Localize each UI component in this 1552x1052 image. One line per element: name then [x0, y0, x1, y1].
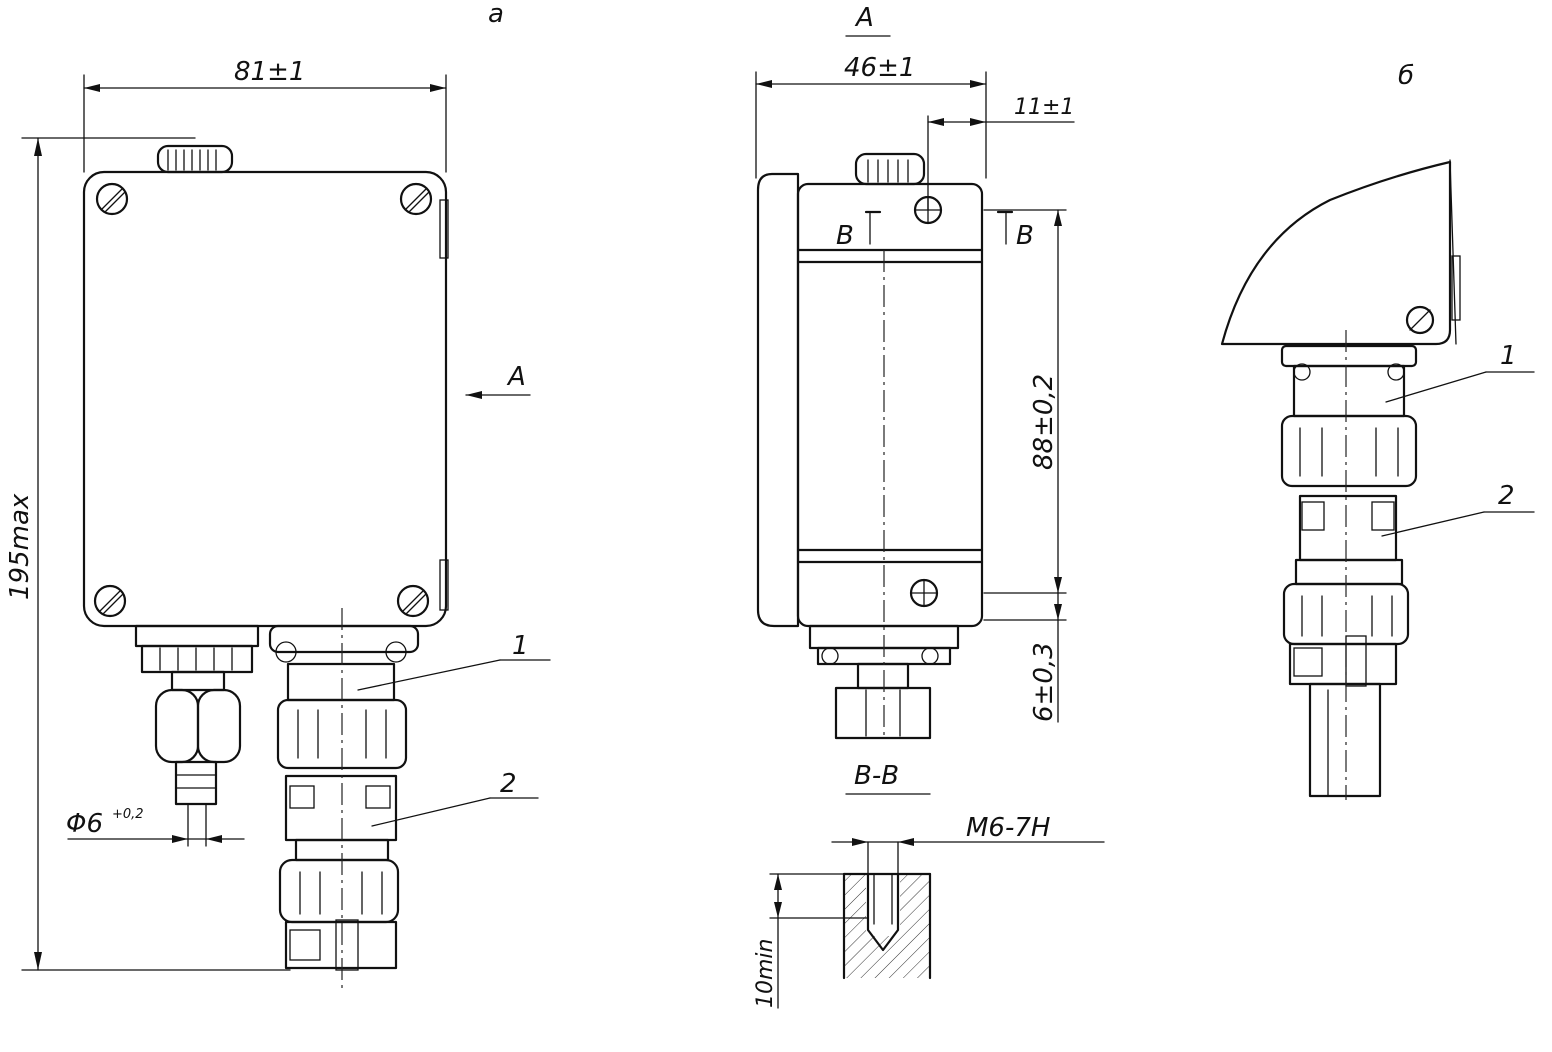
- section-bb-title: В-В: [854, 761, 899, 791]
- section-mark-right: В: [1016, 221, 1034, 251]
- left-fitting: [134, 624, 260, 847]
- dim-width-side: 46±1: [755, 53, 987, 179]
- dim-bottom-offset-text: 6±0,3: [1029, 642, 1059, 722]
- dim-width-side-text: 46±1: [844, 53, 915, 83]
- dim-width-front-text: 81±1: [234, 57, 305, 87]
- view-arrow-a: A: [465, 362, 531, 399]
- side-bottom-fitting: [808, 250, 960, 740]
- view-b: б: [1220, 61, 1535, 800]
- callout-2-b-text: 2: [1498, 481, 1515, 511]
- dim-diameter: Φ6 +0,2: [66, 807, 245, 843]
- connector-b: [1280, 330, 1418, 800]
- dim-diameter-text: Φ6: [66, 809, 103, 839]
- section-bb: В-В М6-7Н 10min: [753, 761, 1105, 1009]
- callout-2-b: 2: [1381, 481, 1535, 537]
- view-a-label: а: [488, 0, 504, 29]
- view-b-label: б: [1398, 61, 1414, 91]
- mounting-holes: [909, 195, 943, 608]
- dim-width-front: 81±1: [83, 57, 447, 173]
- dim-hole-spacing-text: 88±0,2: [1029, 374, 1059, 470]
- dim-hole-offset-text: 11±1: [1014, 95, 1074, 120]
- right-connector-front: [268, 608, 420, 992]
- front-view: а 81±1 195max: [5, 0, 551, 992]
- dim-hole-spacing: 88±0,2 6±0,3: [983, 209, 1067, 723]
- callout-1-b-text: 1: [1500, 341, 1517, 371]
- dim-depth-text: 10min: [753, 939, 778, 1008]
- section-marks: В В: [836, 210, 1034, 251]
- side-knob: [854, 152, 926, 186]
- housing-front: [82, 170, 448, 628]
- housing-side-cover: [756, 172, 800, 628]
- callout-1-b: 1: [1385, 341, 1535, 403]
- dim-hole-offset: 11±1: [927, 95, 1075, 211]
- housing-partial: [1220, 160, 1452, 346]
- callout-2-front: 2: [371, 769, 539, 827]
- top-knob: [156, 144, 234, 174]
- corner-screws: [93, 182, 433, 618]
- callout-1-front: 1: [357, 631, 551, 691]
- callout-2-front-text: 2: [500, 769, 517, 799]
- dim-height-total: 195max: [5, 137, 291, 971]
- section-mark-left: В: [836, 221, 854, 251]
- dim-height-total-text: 195max: [5, 493, 35, 600]
- thread-spec-text: М6-7Н: [966, 813, 1050, 843]
- view-a-title: A: [854, 3, 874, 33]
- side-view: A 46±1 11±1: [753, 3, 1105, 1009]
- arrow-a-text: A: [506, 362, 526, 392]
- callout-1-front-text: 1: [512, 631, 529, 661]
- dim-diameter-tol: +0,2: [112, 807, 144, 822]
